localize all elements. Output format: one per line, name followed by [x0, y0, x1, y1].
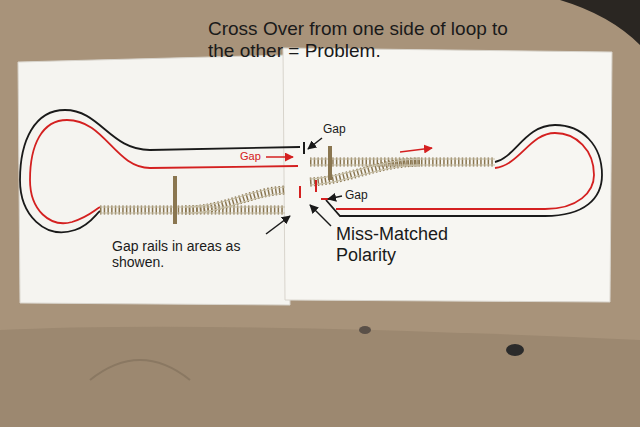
turnout-track [100, 176, 285, 224]
note-label: Miss-Matched Polarity [336, 224, 486, 265]
gap-label: Gap [323, 123, 346, 137]
gap-mark [300, 180, 330, 199]
direction-arrow [400, 148, 432, 152]
leader-arrow [266, 216, 290, 234]
leader-arrow [308, 138, 322, 149]
heading-note: Cross Over from one side of loop to the … [208, 18, 526, 62]
leader-arrow [328, 196, 342, 199]
paint-blot [506, 344, 524, 356]
note-label: Gap rails in areas as showen. [112, 238, 262, 270]
table-shade [0, 327, 640, 427]
loop-outline [326, 125, 602, 216]
dark-object [560, 0, 640, 45]
loop-route [30, 120, 298, 223]
gap-label: Gap [240, 150, 261, 163]
paper-sheet [18, 55, 290, 305]
turnout-track [310, 146, 495, 185]
table-mark [90, 360, 190, 380]
gap-mark [303, 142, 305, 154]
loop-outline [20, 110, 300, 232]
paint-blot [359, 326, 371, 334]
paper-sheet [283, 48, 612, 302]
leader-arrow [310, 205, 331, 226]
gap-label: Gap [345, 189, 368, 203]
leader-arrow [266, 156, 293, 158]
